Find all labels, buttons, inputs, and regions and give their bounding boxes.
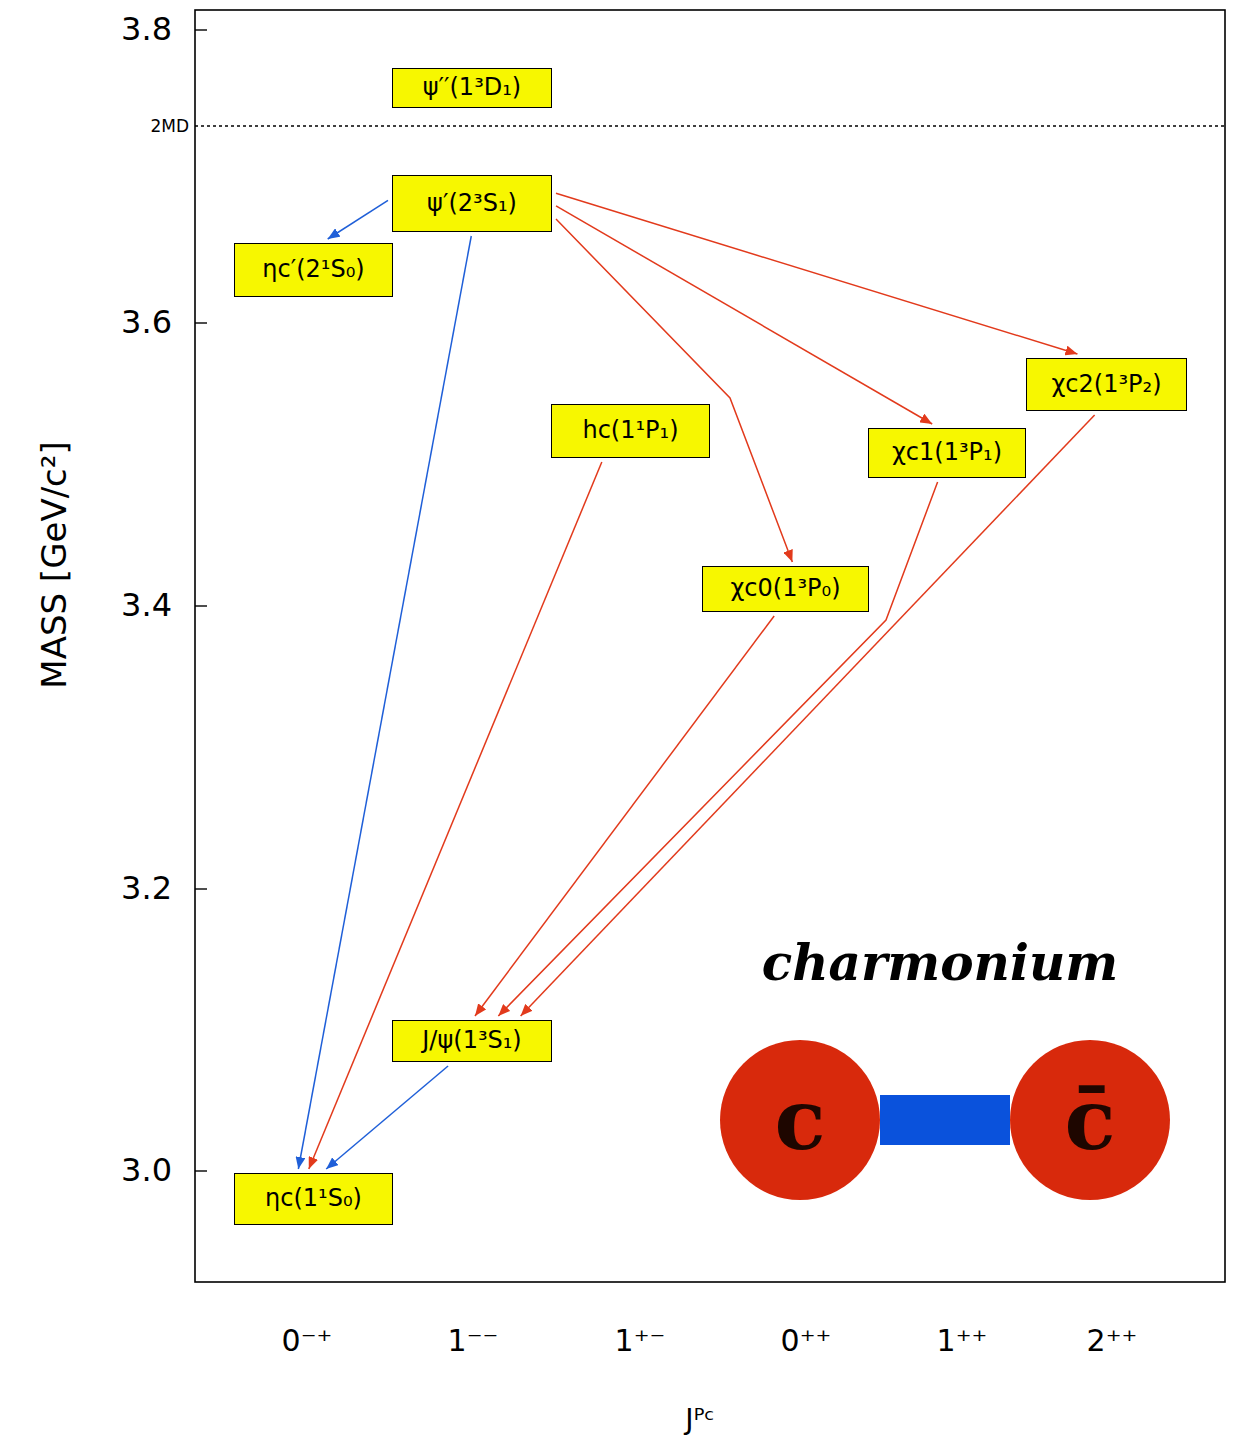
axis-tick-label: 3.0 (121, 1153, 172, 1188)
quark-circle: c (720, 1040, 880, 1200)
threshold-label: 2MD (150, 117, 189, 136)
state-box: ψ′(2³S₁) (392, 175, 552, 232)
state-label: χc0(1³P₀) (730, 575, 840, 603)
axis-tick (195, 888, 207, 889)
transition-arrow (556, 206, 932, 424)
axis-tick-label: 3.6 (121, 305, 172, 340)
state-label: c̄ (1064, 1072, 1115, 1169)
state-label: J/ψ(1³S₁) (422, 1027, 521, 1055)
jpc-label: 1⁻⁻ (448, 1324, 499, 1357)
transition-arrow (556, 193, 1077, 354)
transition-arrow (328, 200, 388, 239)
state-label: ηc(1¹S₀) (265, 1185, 362, 1213)
axis-title: MASS [GeV/c²] (36, 441, 73, 688)
jpc-label: 1⁺⁻ (615, 1324, 666, 1357)
plot-frame (195, 10, 1225, 1282)
state-box: ηc′(2¹S₀) (234, 243, 393, 297)
transition-arrow (521, 415, 1095, 1016)
state-label: ηc′(2¹S₀) (262, 256, 364, 284)
axis-tick (195, 322, 207, 323)
axis-tick-label: 3.4 (121, 588, 172, 623)
transition-arrow (475, 616, 774, 1016)
transition-arrow (556, 219, 792, 562)
state-label: ψ′(2³S₁) (427, 190, 517, 218)
axis-tick (195, 1170, 207, 1171)
quark-circle: c̄ (1010, 1040, 1170, 1200)
state-label: χc1(1³P₁) (892, 439, 1002, 467)
state-box: ηc(1¹S₀) (234, 1173, 393, 1225)
binding-bar (880, 1095, 1010, 1145)
state-box: χc0(1³P₀) (702, 566, 869, 612)
diagram-title: charmonium (762, 933, 1118, 992)
threshold-line (195, 125, 1225, 126)
axis-tick (195, 29, 207, 30)
quark-ball (1010, 1040, 1170, 1200)
state-box: hc(1¹P₁) (551, 404, 710, 458)
axis-tick-label: 3.2 (121, 871, 172, 906)
state-label: hc(1¹P₁) (582, 417, 678, 445)
axis-tick-label: 3.8 (121, 12, 172, 47)
axis-tick (195, 605, 207, 606)
jpc-label: 1⁺⁺ (937, 1324, 988, 1357)
state-box: J/ψ(1³S₁) (392, 1020, 552, 1062)
state-label: ψ′′(1³D₁) (423, 74, 521, 102)
state-label: χc2(1³P₂) (1051, 371, 1161, 399)
quark-ball (720, 1040, 880, 1200)
state-label: c (774, 1072, 825, 1169)
jpc-label: 0⁺⁺ (781, 1324, 832, 1357)
state-box: ψ′′(1³D₁) (392, 68, 552, 108)
transition-arrow (309, 462, 602, 1169)
state-box: χc2(1³P₂) (1026, 358, 1187, 411)
axis-title: Jᴾᶜ (685, 1405, 714, 1436)
jpc-label: 0⁻⁺ (282, 1324, 333, 1357)
transition-arrow (326, 1066, 448, 1169)
jpc-label: 2⁺⁺ (1087, 1324, 1138, 1357)
state-box: χc1(1³P₁) (868, 428, 1026, 478)
